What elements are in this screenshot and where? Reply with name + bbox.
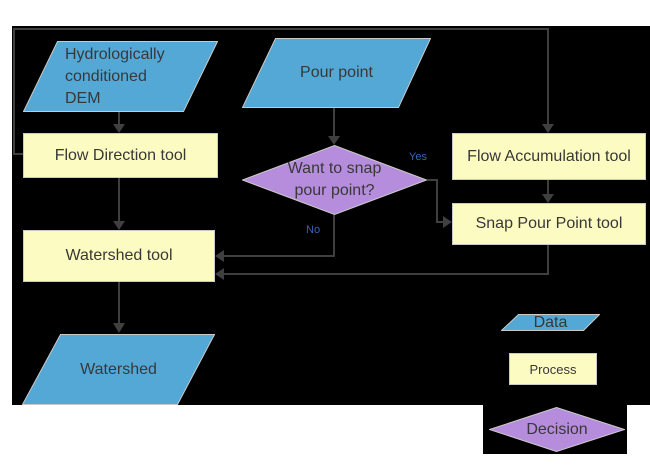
node-label: Flow Direction tool bbox=[54, 146, 187, 164]
node-label-line: Want to snap bbox=[287, 160, 382, 177]
node-flow-direction-tool: Flow Direction tool bbox=[23, 133, 218, 178]
legend-process-shape: Process bbox=[509, 353, 597, 385]
node-hydrologically-conditioned-dem: Hydrologically conditioned DEM bbox=[23, 41, 218, 112]
node-label-line: Hydrologically bbox=[65, 45, 165, 63]
node-snap-pour-point-tool: Snap Pour Point tool bbox=[452, 203, 646, 245]
legend-data-shape: Data bbox=[501, 314, 600, 331]
edge-label-no: No bbox=[306, 224, 321, 236]
legend-decision-shape: Decision bbox=[489, 407, 625, 452]
node-label: Watershed bbox=[80, 360, 157, 378]
data-parallelogram-shape bbox=[22, 334, 215, 405]
node-flow-accumulation-tool: Flow Accumulation tool bbox=[452, 133, 646, 180]
node-label: Flow Accumulation tool bbox=[467, 147, 631, 165]
node-pour-point: Pour point bbox=[242, 38, 431, 108]
data-parallelogram-shape bbox=[501, 314, 600, 331]
node-label-line: pour point? bbox=[294, 182, 375, 199]
edge-label-yes: Yes bbox=[409, 151, 427, 163]
node-label-line: conditioned bbox=[65, 67, 147, 85]
legend-decision-label: Decision bbox=[526, 420, 588, 438]
legend-process-label: Process bbox=[529, 361, 577, 377]
node-watershed-tool: Watershed tool bbox=[23, 230, 215, 282]
node-label: Pour point bbox=[300, 64, 373, 81]
node-want-to-snap-decision: Want to snap pour point? bbox=[242, 145, 427, 215]
legend-data-label: Data bbox=[533, 313, 568, 331]
decision-diamond-shape bbox=[489, 407, 625, 452]
node-label-line: DEM bbox=[65, 89, 101, 107]
decision-diamond-shape bbox=[242, 145, 427, 215]
node-watershed-output: Watershed bbox=[22, 334, 215, 405]
node-label: Watershed tool bbox=[65, 247, 173, 264]
node-label: Snap Pour Point tool bbox=[475, 215, 623, 232]
